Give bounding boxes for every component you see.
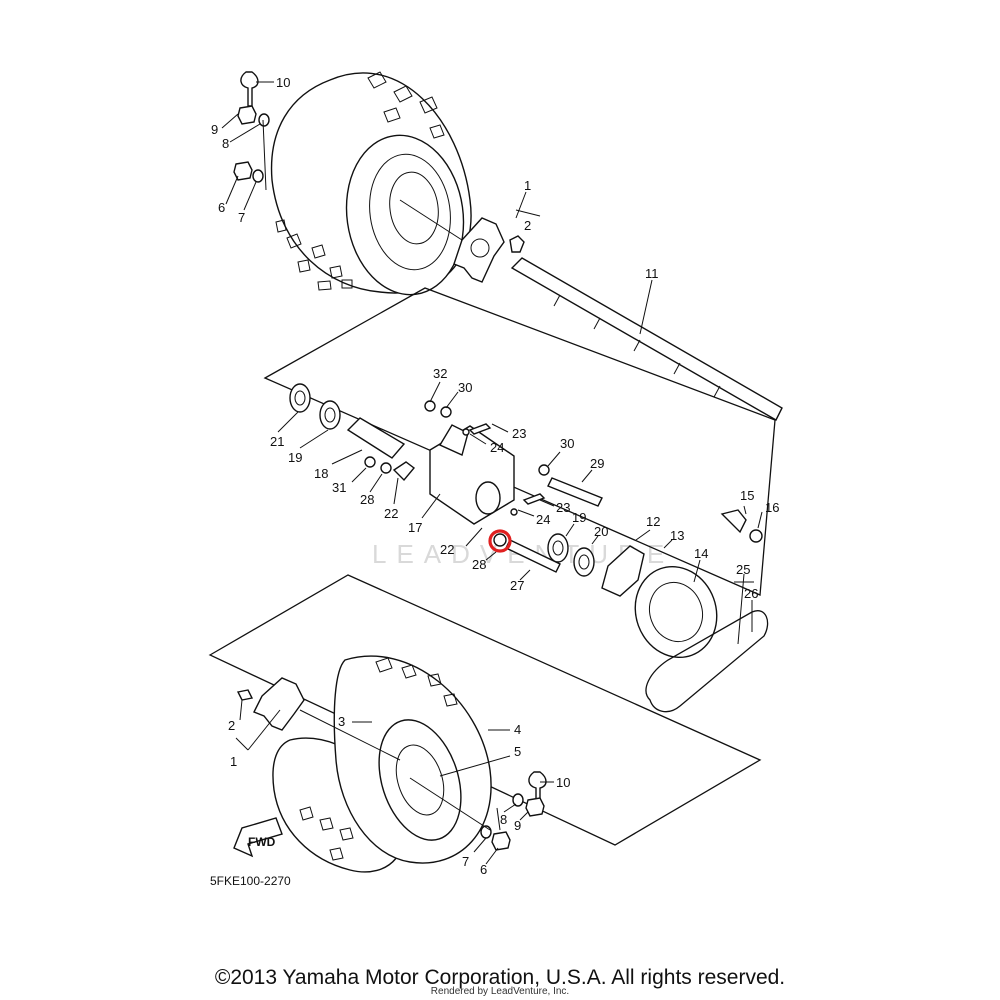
part-code: 5FKE100-2270 [210, 874, 291, 888]
fwd-label: FWD [248, 835, 276, 849]
highlighted-part-28 [488, 529, 512, 553]
callout-14: 14 [694, 546, 708, 561]
sprocket-hub [601, 545, 645, 597]
callout-12: 12 [646, 514, 660, 529]
callout-16: 16 [765, 500, 779, 515]
axle-housing [429, 424, 515, 525]
callouts: 10 9 8 6 7 1 2 11 32 30 23 24 21 19 18 3… [211, 75, 779, 877]
callout-4: 4 [514, 722, 521, 737]
bearing-right [547, 533, 595, 577]
chain-joint [720, 509, 747, 534]
callout-7-bottom: 7 [462, 854, 469, 869]
fwd-arrow: FWD [233, 817, 283, 858]
callout-30-lower: 30 [560, 436, 574, 451]
upper-wheel-hub [453, 217, 525, 283]
callout-2-top: 2 [524, 218, 531, 233]
callout-27: 27 [510, 578, 524, 593]
callout-18: 18 [314, 466, 328, 481]
callout-6-bottom: 6 [480, 862, 487, 877]
lower-tire [272, 655, 492, 873]
callout-2-bottom: 2 [228, 718, 235, 733]
bearing-left [289, 383, 341, 430]
callout-32: 32 [433, 366, 447, 381]
highlight-ring [488, 529, 512, 553]
nut-16 [749, 529, 763, 543]
callout-10-top: 10 [276, 75, 290, 90]
callout-23-upper: 23 [512, 426, 526, 441]
callout-20: 20 [594, 524, 608, 539]
rendered-by-text: Rendered by LeadVenture, Inc. [430, 986, 570, 997]
callout-11: 11 [645, 266, 659, 281]
callout-29: 29 [590, 456, 604, 471]
callout-8-top: 8 [222, 136, 229, 151]
callout-3: 3 [338, 714, 345, 729]
callout-19-right: 19 [572, 510, 586, 525]
callout-1-bottom: 1 [230, 754, 237, 769]
callout-22-left: 22 [384, 506, 398, 521]
callout-24-upper: 24 [490, 440, 504, 455]
callout-1-top: 1 [524, 178, 531, 193]
callout-23-lower: 23 [556, 500, 570, 515]
lower-wheel-hub [253, 677, 305, 731]
copyright-text: ©2013 Yamaha Motor Corporation, U.S.A. A… [214, 966, 786, 989]
spacer-tube [346, 417, 406, 459]
callout-31: 31 [332, 480, 346, 495]
bolt-29 [547, 477, 603, 507]
callout-30-upper: 30 [458, 380, 472, 395]
callout-15: 15 [740, 488, 754, 503]
callout-28-right: 28 [472, 557, 486, 572]
lower-fasteners [409, 771, 547, 851]
callout-9-bottom: 9 [514, 818, 521, 833]
callout-25: 25 [736, 562, 750, 577]
callout-9-top: 9 [211, 122, 218, 137]
callout-22-right: 22 [440, 542, 454, 557]
callout-10-bottom: 10 [556, 775, 570, 790]
assembly-box-middle [263, 287, 776, 596]
callout-5: 5 [514, 744, 521, 759]
rear-axle [510, 257, 783, 421]
sprocket [634, 565, 718, 659]
callout-17: 17 [408, 520, 422, 535]
lower-bolt-2 [236, 689, 254, 701]
callout-19-left: 19 [288, 450, 302, 465]
callout-21: 21 [270, 434, 284, 449]
drive-chain [645, 610, 769, 713]
upper-tire [270, 71, 472, 296]
callout-24-lower: 24 [536, 512, 550, 527]
callout-13: 13 [670, 528, 684, 543]
callout-6-top: 6 [218, 200, 225, 215]
callout-7-top: 7 [238, 210, 245, 225]
callout-28-left: 28 [360, 492, 374, 507]
middle-fasteners [364, 400, 550, 516]
upper-fasteners [233, 71, 270, 183]
callout-8-bottom: 8 [500, 812, 507, 827]
callout-26: 26 [744, 586, 758, 601]
